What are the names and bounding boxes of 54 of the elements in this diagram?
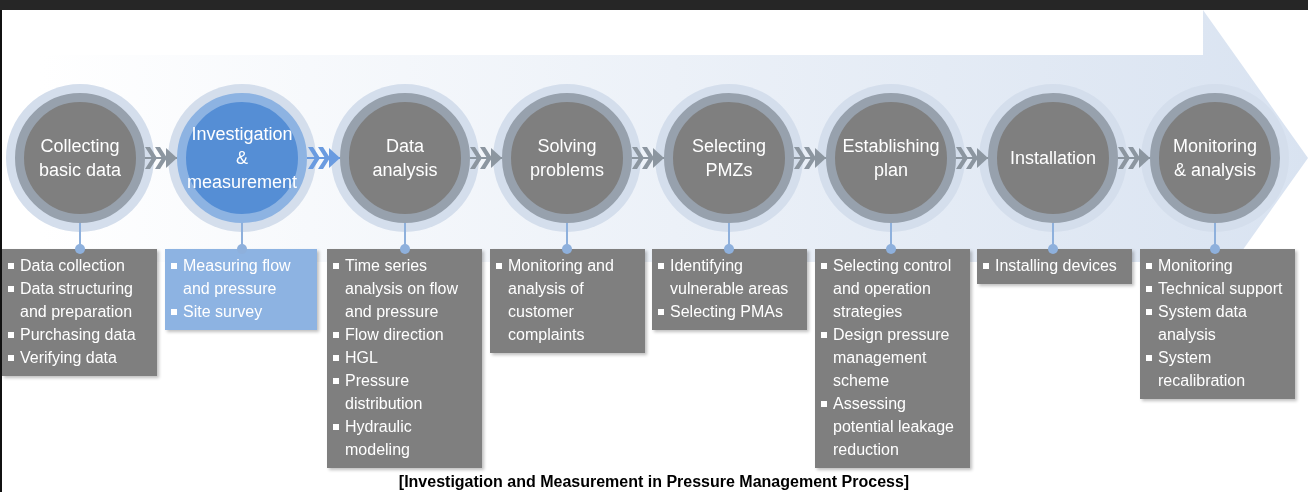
bullet-item: Flow direction (333, 323, 476, 346)
bullet-item: Pressure distribution (333, 369, 476, 415)
chevron-arrow (469, 147, 503, 169)
bullet-item: Data collection (8, 254, 151, 277)
task-list-box (1140, 249, 1295, 399)
step-title: Collecting basic data (37, 135, 123, 182)
chevron-arrow (1117, 147, 1151, 169)
chevron-arrow (793, 147, 827, 169)
bullet-item: Selecting control and operation strategies (821, 254, 964, 323)
step-title: Selecting PMZs (690, 135, 768, 182)
bullet-item: Hydraulic modeling (333, 415, 476, 461)
leader-line (886, 222, 896, 254)
bullet-item: System data analysis (1146, 300, 1289, 346)
bullet-item: Identifying vulnerable areas (658, 254, 801, 300)
bullet-item: Verifying data (8, 346, 151, 369)
bullet-item: Selecting PMAs (658, 300, 801, 323)
leader-line (75, 222, 85, 254)
chevron-arrow (631, 147, 665, 169)
task-list-box (2, 249, 157, 376)
leader-line (237, 222, 247, 254)
task-list-box (165, 249, 317, 330)
step-title: Monitoring & analysis (1171, 135, 1258, 182)
bullet-item: Measuring flow and pressure (171, 254, 311, 300)
task-list-box (977, 249, 1132, 284)
step-title: Investigation & measurement (186, 123, 298, 194)
step-title: Data analysis (371, 135, 439, 182)
bullet-item: Technical support (1146, 277, 1289, 300)
step-title: Establishing plan (841, 135, 941, 182)
leader-line (1048, 222, 1058, 254)
task-list-box (327, 249, 482, 468)
bullet-item: Purchasing data (8, 323, 151, 346)
task-list-box (815, 249, 970, 468)
bullet-item: Assessing potential leakage reduction (821, 392, 964, 461)
bullet-item: Monitoring (1146, 254, 1289, 277)
bullet-item: System recalibration (1146, 346, 1289, 392)
leader-line (1210, 222, 1220, 254)
bullet-item: Design pressure management scheme (821, 323, 964, 392)
step-title: Solving problems (529, 135, 605, 182)
task-list-box (652, 249, 807, 330)
bullet-item: Installing devices (983, 254, 1126, 277)
leader-line (724, 222, 734, 254)
chevron-arrow (306, 147, 341, 169)
leader-line (562, 222, 572, 254)
bullet-item: Time series analysis on flow and pressure (333, 254, 476, 323)
bullet-item: Monitoring and analysis of customer complaints (496, 254, 639, 346)
step-title: Installation (1008, 147, 1098, 170)
chevron-arrow (955, 147, 989, 169)
leader-line (400, 222, 410, 254)
bullet-item: HGL (333, 346, 476, 369)
chevron-arrow (144, 147, 178, 169)
caption: [Investigation and Measurement in Pressure Management Process] (397, 473, 911, 491)
task-list-box (490, 249, 645, 353)
bullet-item: Site survey (171, 300, 311, 323)
bullet-item: Data structuring and preparation (8, 277, 151, 323)
